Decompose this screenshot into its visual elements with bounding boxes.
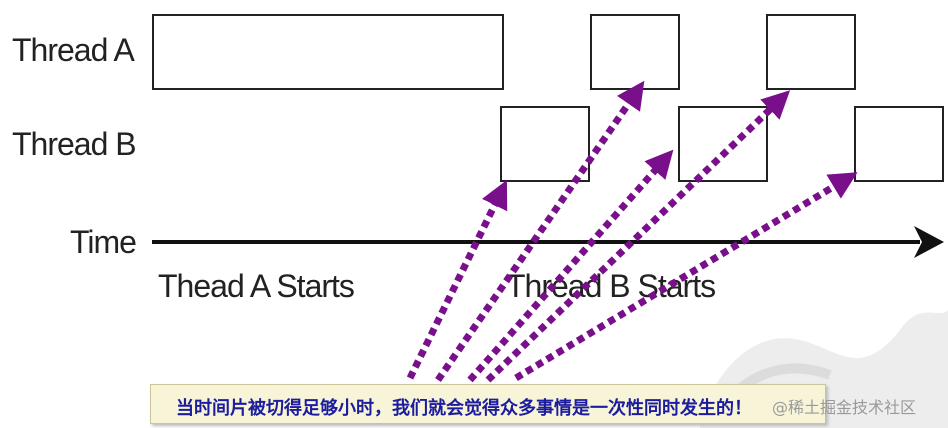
caption-text: 当时间片被切得足够小时，我们就会觉得众多事情是一次性同时发生的！ <box>176 398 752 419</box>
arrow-to-thread-b-slice-1 <box>406 179 508 380</box>
thread-a-slice <box>766 14 856 90</box>
thread-a-slice <box>590 14 680 90</box>
arrow-to-thread-b-slice-3 <box>514 172 858 381</box>
time-label: Time <box>70 224 137 260</box>
thread-b-slice <box>854 106 944 182</box>
thread-b-label: Thread B <box>12 126 137 162</box>
axis-arrowhead-icon <box>914 226 944 258</box>
thread-a-label: Thread A <box>12 32 135 68</box>
arrow-to-thread-a-slice-3 <box>485 90 791 383</box>
thread-b-slice <box>500 106 590 182</box>
thread-b-slice <box>678 106 768 182</box>
arrow-to-thread-a-slice-2 <box>435 80 645 382</box>
arrow-to-thread-b-slice-2 <box>467 149 674 383</box>
caption-box <box>150 384 826 424</box>
thread-a-slice <box>152 14 504 90</box>
thread-a-starts-label: Thead A Starts <box>158 268 355 304</box>
watermark-text: @稀土掘金技术社区 <box>772 398 917 417</box>
